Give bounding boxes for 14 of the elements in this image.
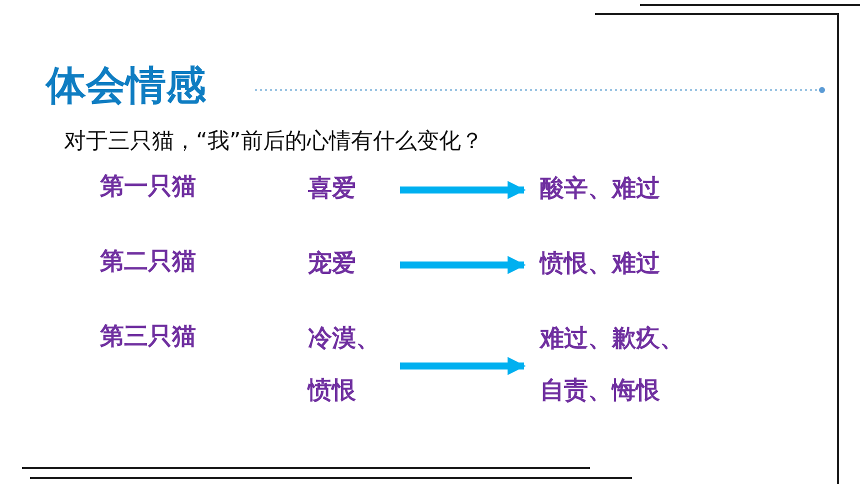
arrow [400,180,526,200]
emotion-text: 宠爱 [308,237,388,289]
emotion-text: 酸辛、难过 [540,162,690,214]
emotion-text: 喜爱 [308,162,388,214]
question-text: 对于三只猫，“我”前后的心情有什么变化？ [64,128,483,156]
arrow [400,356,526,376]
row-label: 第三只猫 [100,321,196,352]
arrow [400,256,526,274]
emotion-text: 冷漠、愤恨 [308,312,388,416]
row-label: 第二只猫 [100,246,196,277]
emotion-text: 难过、歉疚、自责、悔恨 [540,312,690,416]
emotion-text: 愤恨、难过 [540,237,690,289]
row-label: 第一只猫 [100,171,196,202]
title: 体会情感 [46,62,206,111]
